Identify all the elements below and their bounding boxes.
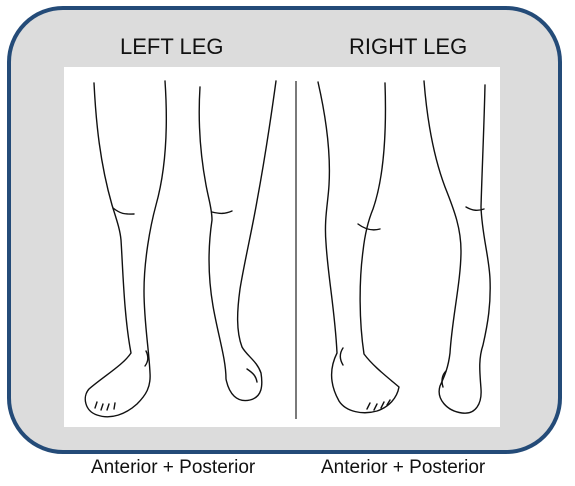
right-leg-caption: Anterior + Posterior	[321, 457, 485, 479]
left-leg-caption: Anterior + Posterior	[91, 457, 255, 479]
panel-background	[64, 67, 500, 427]
left-leg-label: LEFT LEG	[120, 35, 224, 59]
right-leg-label: RIGHT LEG	[349, 35, 467, 59]
leg-illustration-svg	[64, 67, 500, 427]
leg-diagram-panel	[64, 67, 500, 427]
